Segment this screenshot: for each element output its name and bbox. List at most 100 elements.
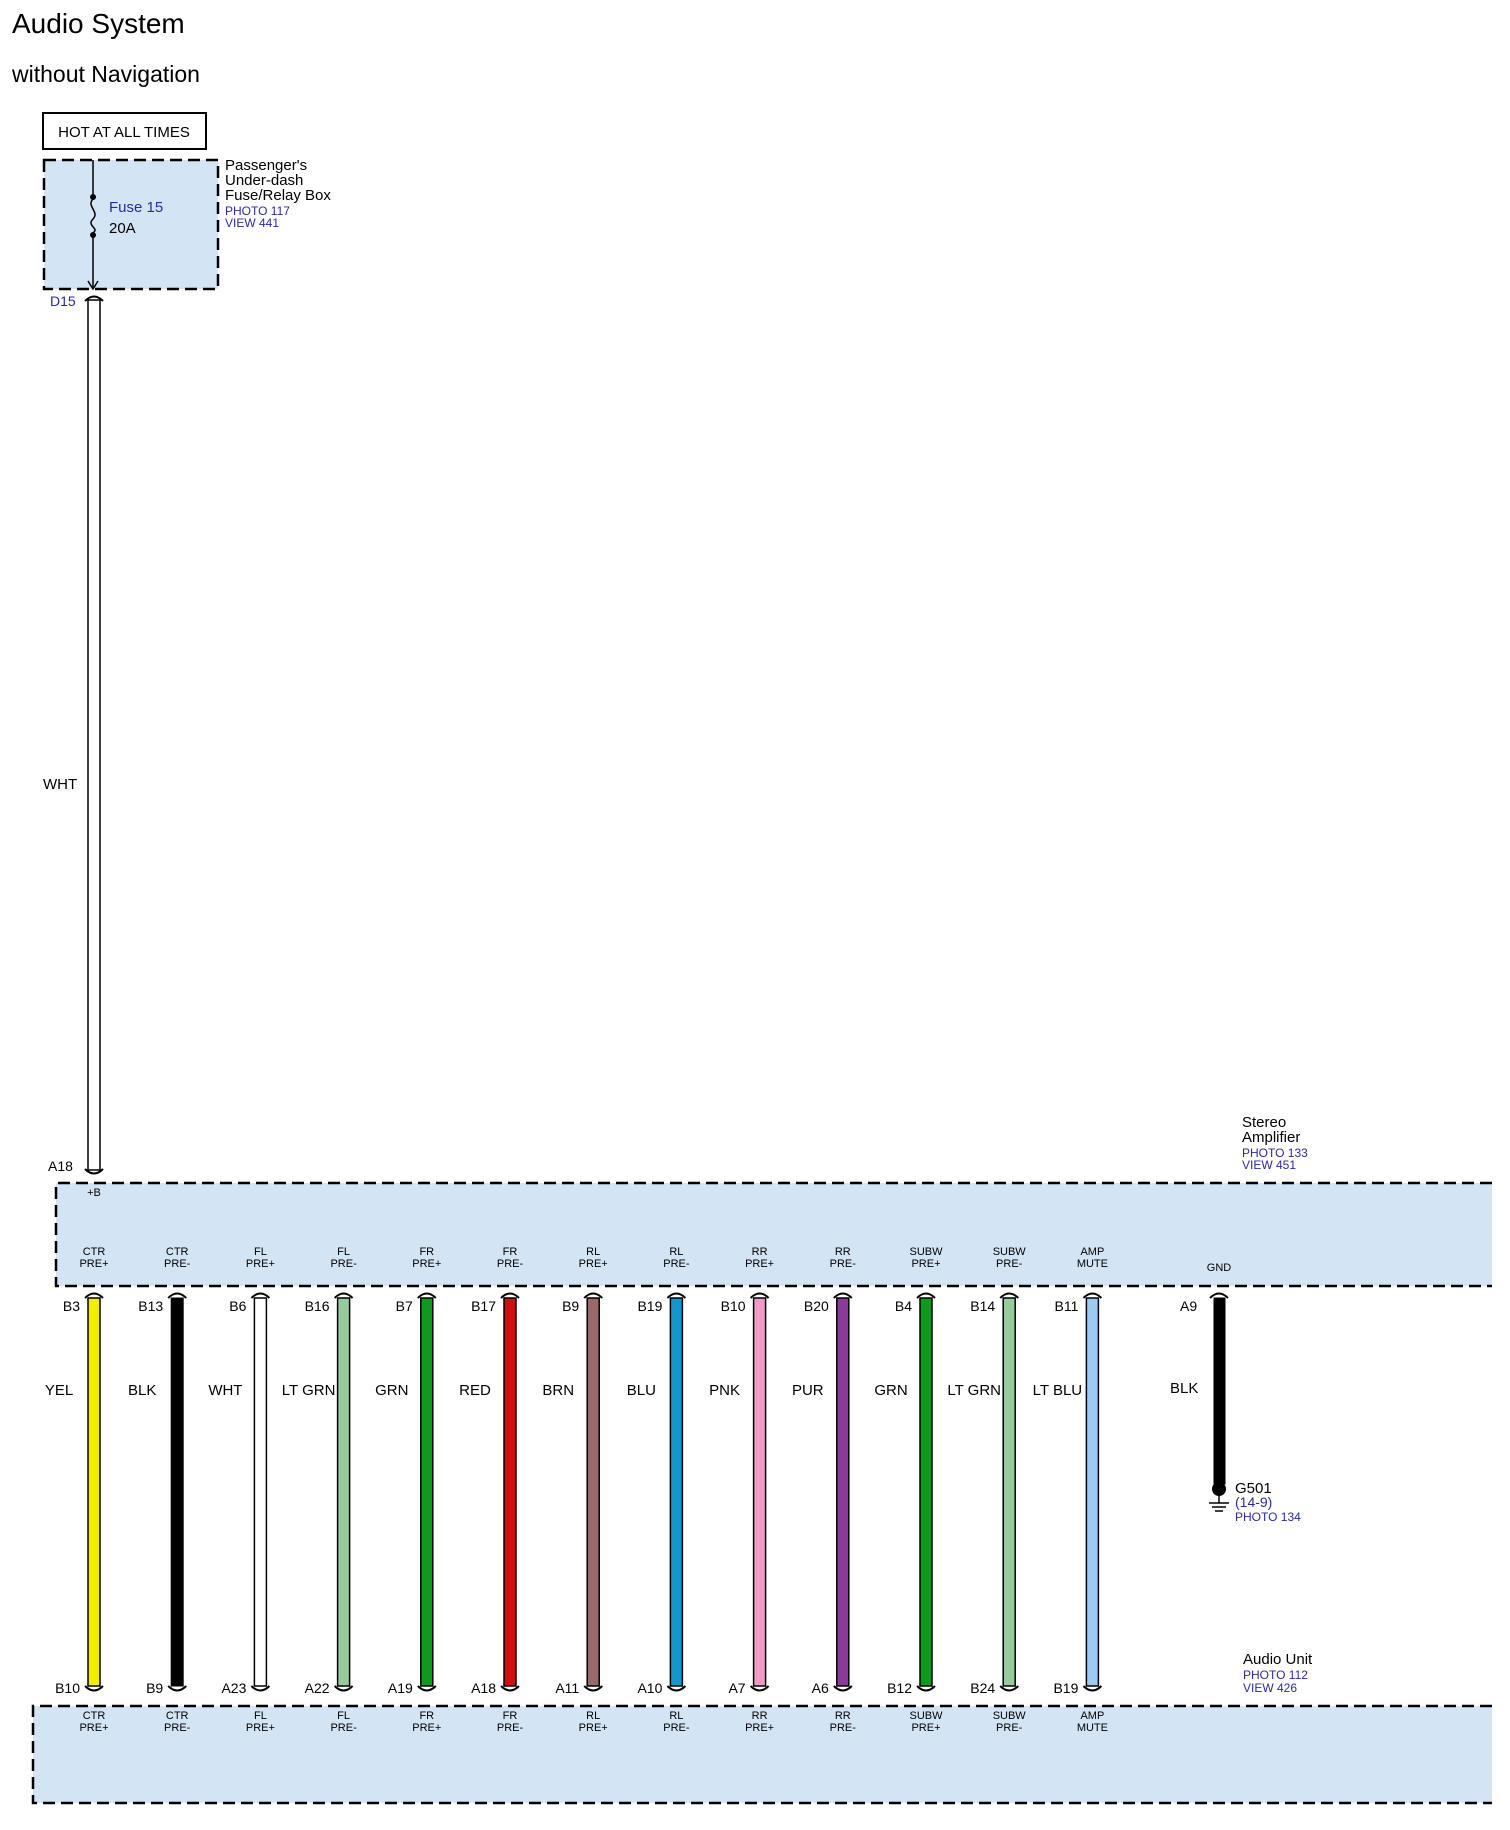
unit-pin-label: CTR — [166, 1710, 189, 1722]
unit-pin-label: PRE+ — [246, 1722, 275, 1734]
connector-bottom — [916, 1685, 936, 1692]
connector-a9 — [1209, 1292, 1229, 1299]
amplifier-view: VIEW 451 — [1242, 1158, 1296, 1172]
unit-pin-label: PRE- — [663, 1722, 690, 1734]
unit-terminal: A18 — [471, 1680, 496, 1696]
wire-pur — [836, 1297, 850, 1687]
wire-yel — [87, 1297, 101, 1687]
unit-pin-label: PRE- — [164, 1722, 191, 1734]
wire-lt-blu — [1085, 1297, 1100, 1687]
unit-terminal: A11 — [555, 1680, 579, 1696]
connector-bottom — [1082, 1685, 1103, 1692]
unit-pin-label: PRE- — [330, 1722, 357, 1734]
wire-grn — [919, 1297, 933, 1687]
connector-top — [999, 1292, 1019, 1299]
unit-pin-label: SUBW — [993, 1710, 1027, 1722]
unit-terminal: A23 — [221, 1680, 246, 1696]
unit-terminal: B10 — [55, 1680, 80, 1696]
unit-pin-label: FR — [419, 1710, 434, 1722]
connector-bottom — [417, 1685, 437, 1692]
amp-terminal: B4 — [895, 1298, 912, 1314]
wire-brn — [586, 1297, 600, 1687]
connector-bottom — [500, 1685, 520, 1692]
fuse-relay-box — [42, 158, 220, 291]
unit-terminal: A22 — [305, 1680, 330, 1696]
amp-pin-label: CTR — [83, 1246, 106, 1258]
amp-terminal: B20 — [804, 1298, 829, 1314]
terminal-d15: D15 — [50, 293, 76, 309]
amp-terminal: B17 — [471, 1298, 496, 1314]
unit-pin-label: CTR — [83, 1710, 106, 1722]
terminal-a18: A18 — [48, 1158, 73, 1174]
wire-blk — [170, 1297, 184, 1687]
unit-pin-label: PRE- — [830, 1722, 857, 1734]
wire-color-label: PNK — [709, 1382, 740, 1399]
amp-pin-label: PRE+ — [79, 1258, 108, 1270]
wire-color-label: LT GRN — [282, 1382, 336, 1399]
amp-terminal: B3 — [63, 1298, 80, 1314]
unit-pin-label: SUBW — [910, 1710, 944, 1722]
connector-top — [583, 1292, 603, 1299]
unit-terminal: B12 — [887, 1680, 912, 1696]
fuse-box-name-2: Under-dash — [225, 172, 303, 189]
amp-terminal: B13 — [138, 1298, 163, 1314]
unit-terminal: B19 — [1053, 1680, 1078, 1696]
wire-lt-grn — [336, 1297, 351, 1687]
amp-pin-label: SUBW — [993, 1246, 1027, 1258]
audio-unit-view: VIEW 426 — [1243, 1681, 1297, 1695]
amp-terminal: B6 — [229, 1298, 246, 1314]
wire-color-label: BLU — [627, 1382, 656, 1399]
amp-pin-label: PRE+ — [246, 1258, 275, 1270]
amp-pin-label: FL — [254, 1246, 267, 1258]
connector-top — [333, 1292, 354, 1299]
unit-terminal: A7 — [728, 1680, 745, 1696]
unit-pin-label: RL — [669, 1710, 683, 1722]
amplifier-name-2: Amplifier — [1242, 1129, 1300, 1146]
connector-top — [84, 1292, 104, 1299]
wire-color-label: BRN — [542, 1382, 574, 1399]
unit-terminal: B24 — [970, 1680, 995, 1696]
connector-bottom — [250, 1685, 271, 1692]
amp-pin-label: PRE- — [330, 1258, 357, 1270]
amp-pin-label: CTR — [166, 1246, 189, 1258]
amp-pin-label: RR — [752, 1246, 768, 1258]
wire-color-label: WHT — [208, 1382, 242, 1399]
connector-top — [500, 1292, 520, 1299]
fuse-box-view: VIEW 441 — [225, 216, 279, 230]
connector-top — [833, 1292, 853, 1299]
connector-bottom — [167, 1685, 187, 1692]
connector-d15 — [84, 295, 104, 302]
amp-pin-label: SUBW — [910, 1246, 944, 1258]
amp-pin-label: PRE- — [164, 1258, 191, 1270]
connector-top — [666, 1292, 687, 1299]
ground-name: G501 — [1235, 1480, 1272, 1497]
wire-lt-grn — [1002, 1297, 1016, 1687]
amp-pin-label: PRE+ — [745, 1258, 774, 1270]
unit-pin-label: RL — [586, 1710, 600, 1722]
unit-pin-label: AMP — [1080, 1710, 1104, 1722]
fuse-box-photo: PHOTO 117 — [225, 204, 290, 218]
wire-red — [503, 1297, 517, 1687]
wire-pnk — [752, 1297, 767, 1687]
unit-pin-label: PRE- — [996, 1722, 1023, 1734]
unit-terminal: B9 — [146, 1680, 163, 1696]
audio-unit-name: Audio Unit — [1243, 1651, 1313, 1668]
ground-ref: (14-9) — [1235, 1494, 1272, 1510]
amp-pin-label: PRE+ — [579, 1258, 608, 1270]
unit-pin-label: PRE+ — [911, 1722, 940, 1734]
amp-pin-label: RL — [669, 1246, 683, 1258]
wire-color-label: YEL — [45, 1382, 73, 1399]
amp-pin-label: PRE- — [497, 1258, 524, 1270]
amp-pin-label: FR — [503, 1246, 518, 1258]
amp-pin-label: FL — [337, 1246, 350, 1258]
ground-point — [1212, 1482, 1226, 1496]
wire-color-label: LT BLU — [1033, 1382, 1082, 1399]
amplifier-photo: PHOTO 133 — [1242, 1146, 1308, 1160]
amp-pin-label: AMP — [1080, 1246, 1104, 1258]
amp-pin-label: MUTE — [1077, 1258, 1108, 1270]
amp-pin-label: PRE+ — [911, 1258, 940, 1270]
amp-terminal: B16 — [305, 1298, 330, 1314]
unit-pin-label: PRE+ — [412, 1722, 441, 1734]
amp-pin-label: FR — [419, 1246, 434, 1258]
power-wire — [87, 299, 101, 1171]
